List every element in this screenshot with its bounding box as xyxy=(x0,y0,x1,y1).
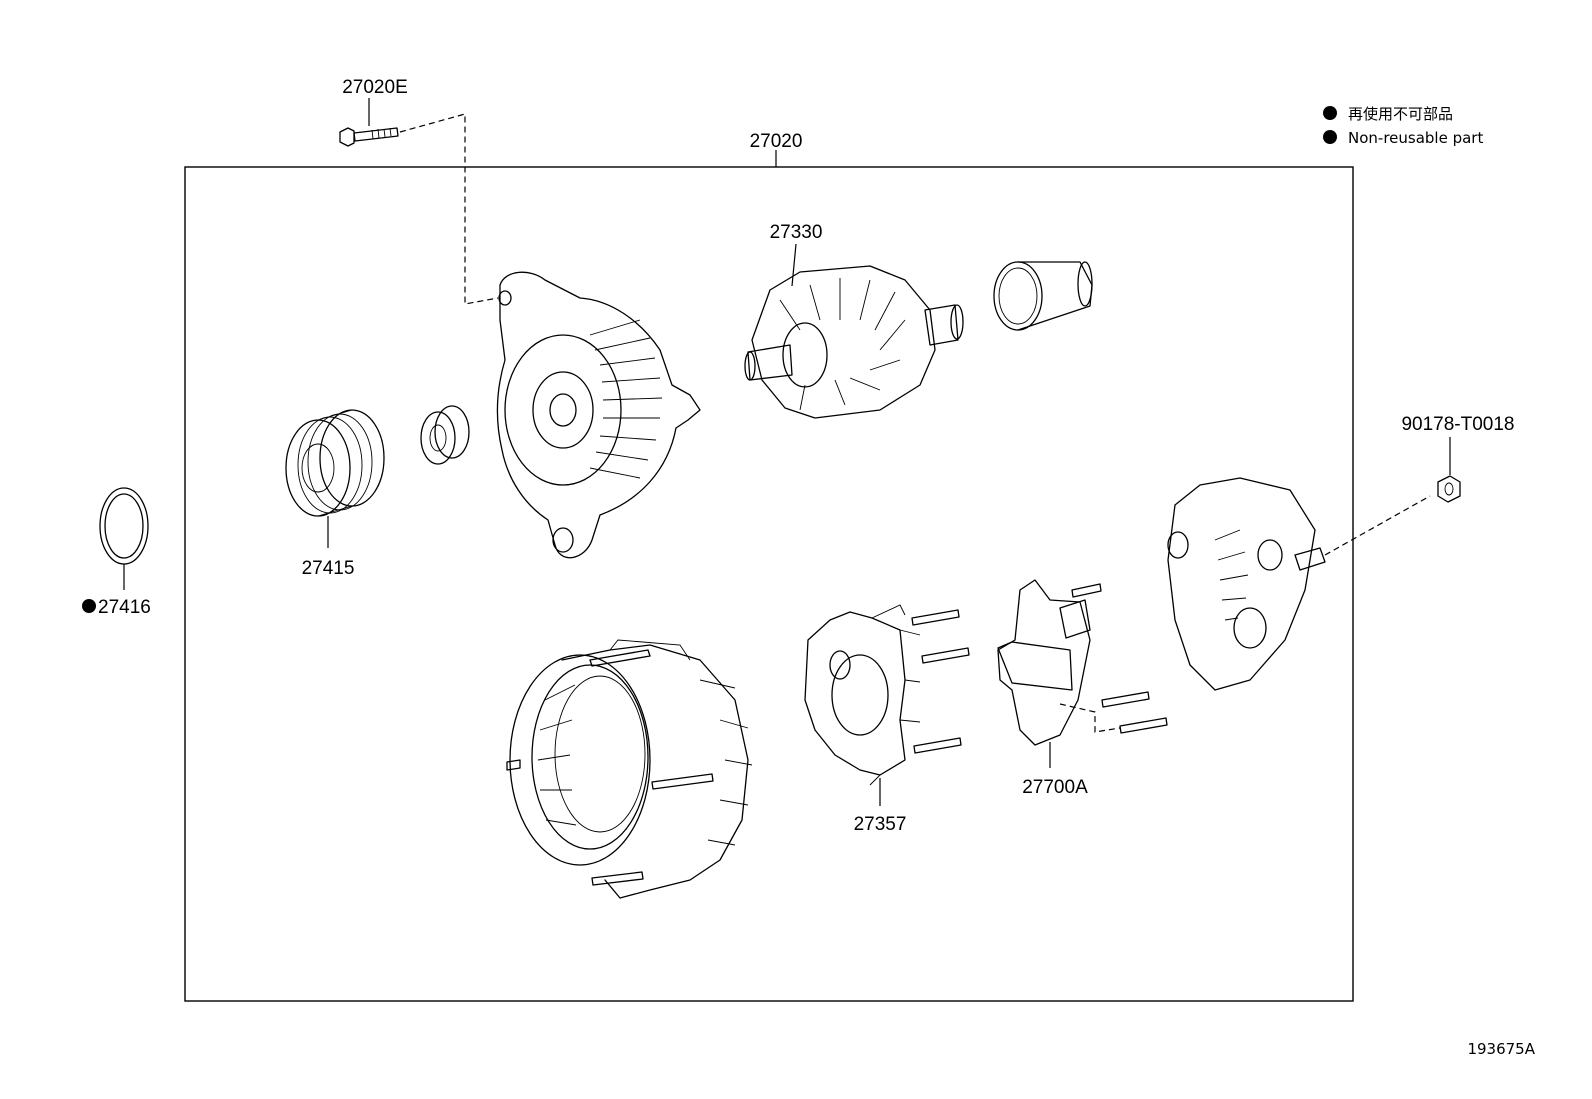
cover-outline xyxy=(1167,477,1316,691)
label-27416[interactable]: 27416 xyxy=(98,597,151,618)
bolt-thread xyxy=(371,127,392,140)
spacer-inner xyxy=(429,424,447,452)
stator-bore xyxy=(554,675,646,833)
cover-vents xyxy=(1214,529,1249,621)
label-27020E[interactable]: 27020E xyxy=(342,77,408,98)
non-reusable-marker-icon xyxy=(1323,130,1337,144)
nut-body xyxy=(1437,475,1461,503)
rectifier-27357: 27357 xyxy=(804,604,970,835)
regulator-dashed-path xyxy=(1059,703,1121,733)
cover-mouth xyxy=(993,261,1043,331)
bolt-shank xyxy=(353,127,399,142)
label-27020[interactable]: 27020 xyxy=(750,131,803,152)
stator-windings xyxy=(537,684,577,826)
stud-bottom xyxy=(591,871,644,886)
regulator-body xyxy=(997,579,1091,746)
pulley-edges xyxy=(317,409,353,517)
regulator-brush-holder xyxy=(997,641,1073,691)
cover-lip xyxy=(998,267,1038,325)
label-27357[interactable]: 27357 xyxy=(854,814,907,835)
frame-fins xyxy=(589,319,663,479)
regulator-connector xyxy=(1059,599,1091,639)
rectifier-center xyxy=(831,654,889,736)
pulley-back xyxy=(319,409,385,507)
rectifier-plate xyxy=(804,611,906,776)
rotor-slip-end xyxy=(950,304,964,340)
nut-bore xyxy=(1444,482,1454,496)
stator-inner-ring xyxy=(531,664,649,850)
legend-jp-text: 再使用不可部品 xyxy=(1348,105,1453,123)
pulley-groove-2 xyxy=(307,413,373,511)
frame-bore xyxy=(549,393,577,427)
label-27330[interactable]: 27330 xyxy=(770,222,823,243)
bolt-27020E: 27020E xyxy=(339,77,499,305)
rectifier-screw-2 xyxy=(921,647,970,664)
rotor-leader xyxy=(791,243,797,287)
figure-id: 193675A xyxy=(1467,1040,1535,1058)
regulator-screw-2 xyxy=(1101,691,1150,708)
ring-outer xyxy=(99,487,149,565)
label-90178-T0018[interactable]: 90178-T0018 xyxy=(1401,414,1514,435)
cover-terminal xyxy=(1294,547,1326,571)
frame-hub xyxy=(532,371,594,449)
ring-inner xyxy=(104,493,144,559)
drive-end-frame xyxy=(496,271,701,559)
rotor-slip-rings xyxy=(924,304,959,346)
spacer xyxy=(420,405,470,465)
rectifier-hole xyxy=(829,650,851,680)
label-27700A[interactable]: 27700A xyxy=(1022,777,1088,798)
bolt-head xyxy=(339,127,355,147)
stud-right xyxy=(651,773,714,790)
frame-face xyxy=(504,334,622,486)
pulley-front xyxy=(285,419,351,517)
frame-outline xyxy=(496,271,701,559)
rotor-face xyxy=(782,322,828,388)
stator-housing xyxy=(506,639,753,899)
label-27415[interactable]: 27415 xyxy=(302,558,355,579)
bolt-dashed-path xyxy=(399,113,499,305)
stator-fins xyxy=(609,639,753,846)
rectifier-screw-3 xyxy=(913,737,962,754)
pulley-bore xyxy=(301,443,335,493)
rotor-shaft-end xyxy=(744,351,756,381)
spacer-back xyxy=(434,405,470,459)
rectifier-screw-1 xyxy=(911,609,960,626)
non-reusable-marker-icon xyxy=(82,599,96,613)
rectifier-tabs xyxy=(869,604,921,786)
cover-end xyxy=(1077,261,1093,307)
rotor-claws xyxy=(779,278,906,411)
pulley-27415: 27415 xyxy=(285,409,385,579)
spacer-outer xyxy=(420,411,456,465)
cover-body xyxy=(1017,261,1093,331)
regulator-screw-3 xyxy=(1119,717,1168,734)
regulator-27700A: 27700A xyxy=(997,579,1168,798)
bearing-cover xyxy=(993,261,1093,331)
nut-90178: 90178-T0018 xyxy=(1401,414,1515,503)
stud-top xyxy=(589,649,651,667)
cover-hole-2 xyxy=(1257,539,1283,571)
stator-front-ring xyxy=(509,654,651,866)
rotor-body xyxy=(751,265,936,419)
stud-left xyxy=(506,759,521,771)
rear-end-cover xyxy=(1167,477,1431,691)
assembly-frame xyxy=(184,166,1354,1002)
frame-mount-hole xyxy=(552,527,574,553)
stator-housing-outline xyxy=(561,644,749,899)
cover-hole-1 xyxy=(1167,531,1189,559)
pulley-groove-1 xyxy=(297,416,363,514)
legend-en-text: Non-reusable part xyxy=(1348,129,1483,147)
frame-bolt-hole xyxy=(498,290,512,306)
rotor-27330: 27330 xyxy=(744,222,964,419)
cover-hole-3 xyxy=(1233,607,1267,649)
regulator-screw-1 xyxy=(1071,583,1102,598)
ring-27416: 27416 xyxy=(82,487,151,618)
nut-dashed-path xyxy=(1324,495,1431,556)
non-reusable-marker-icon xyxy=(1323,106,1337,120)
legend: 再使用不可部品 Non-reusable part xyxy=(1323,105,1483,147)
rotor-shaft xyxy=(747,344,793,381)
